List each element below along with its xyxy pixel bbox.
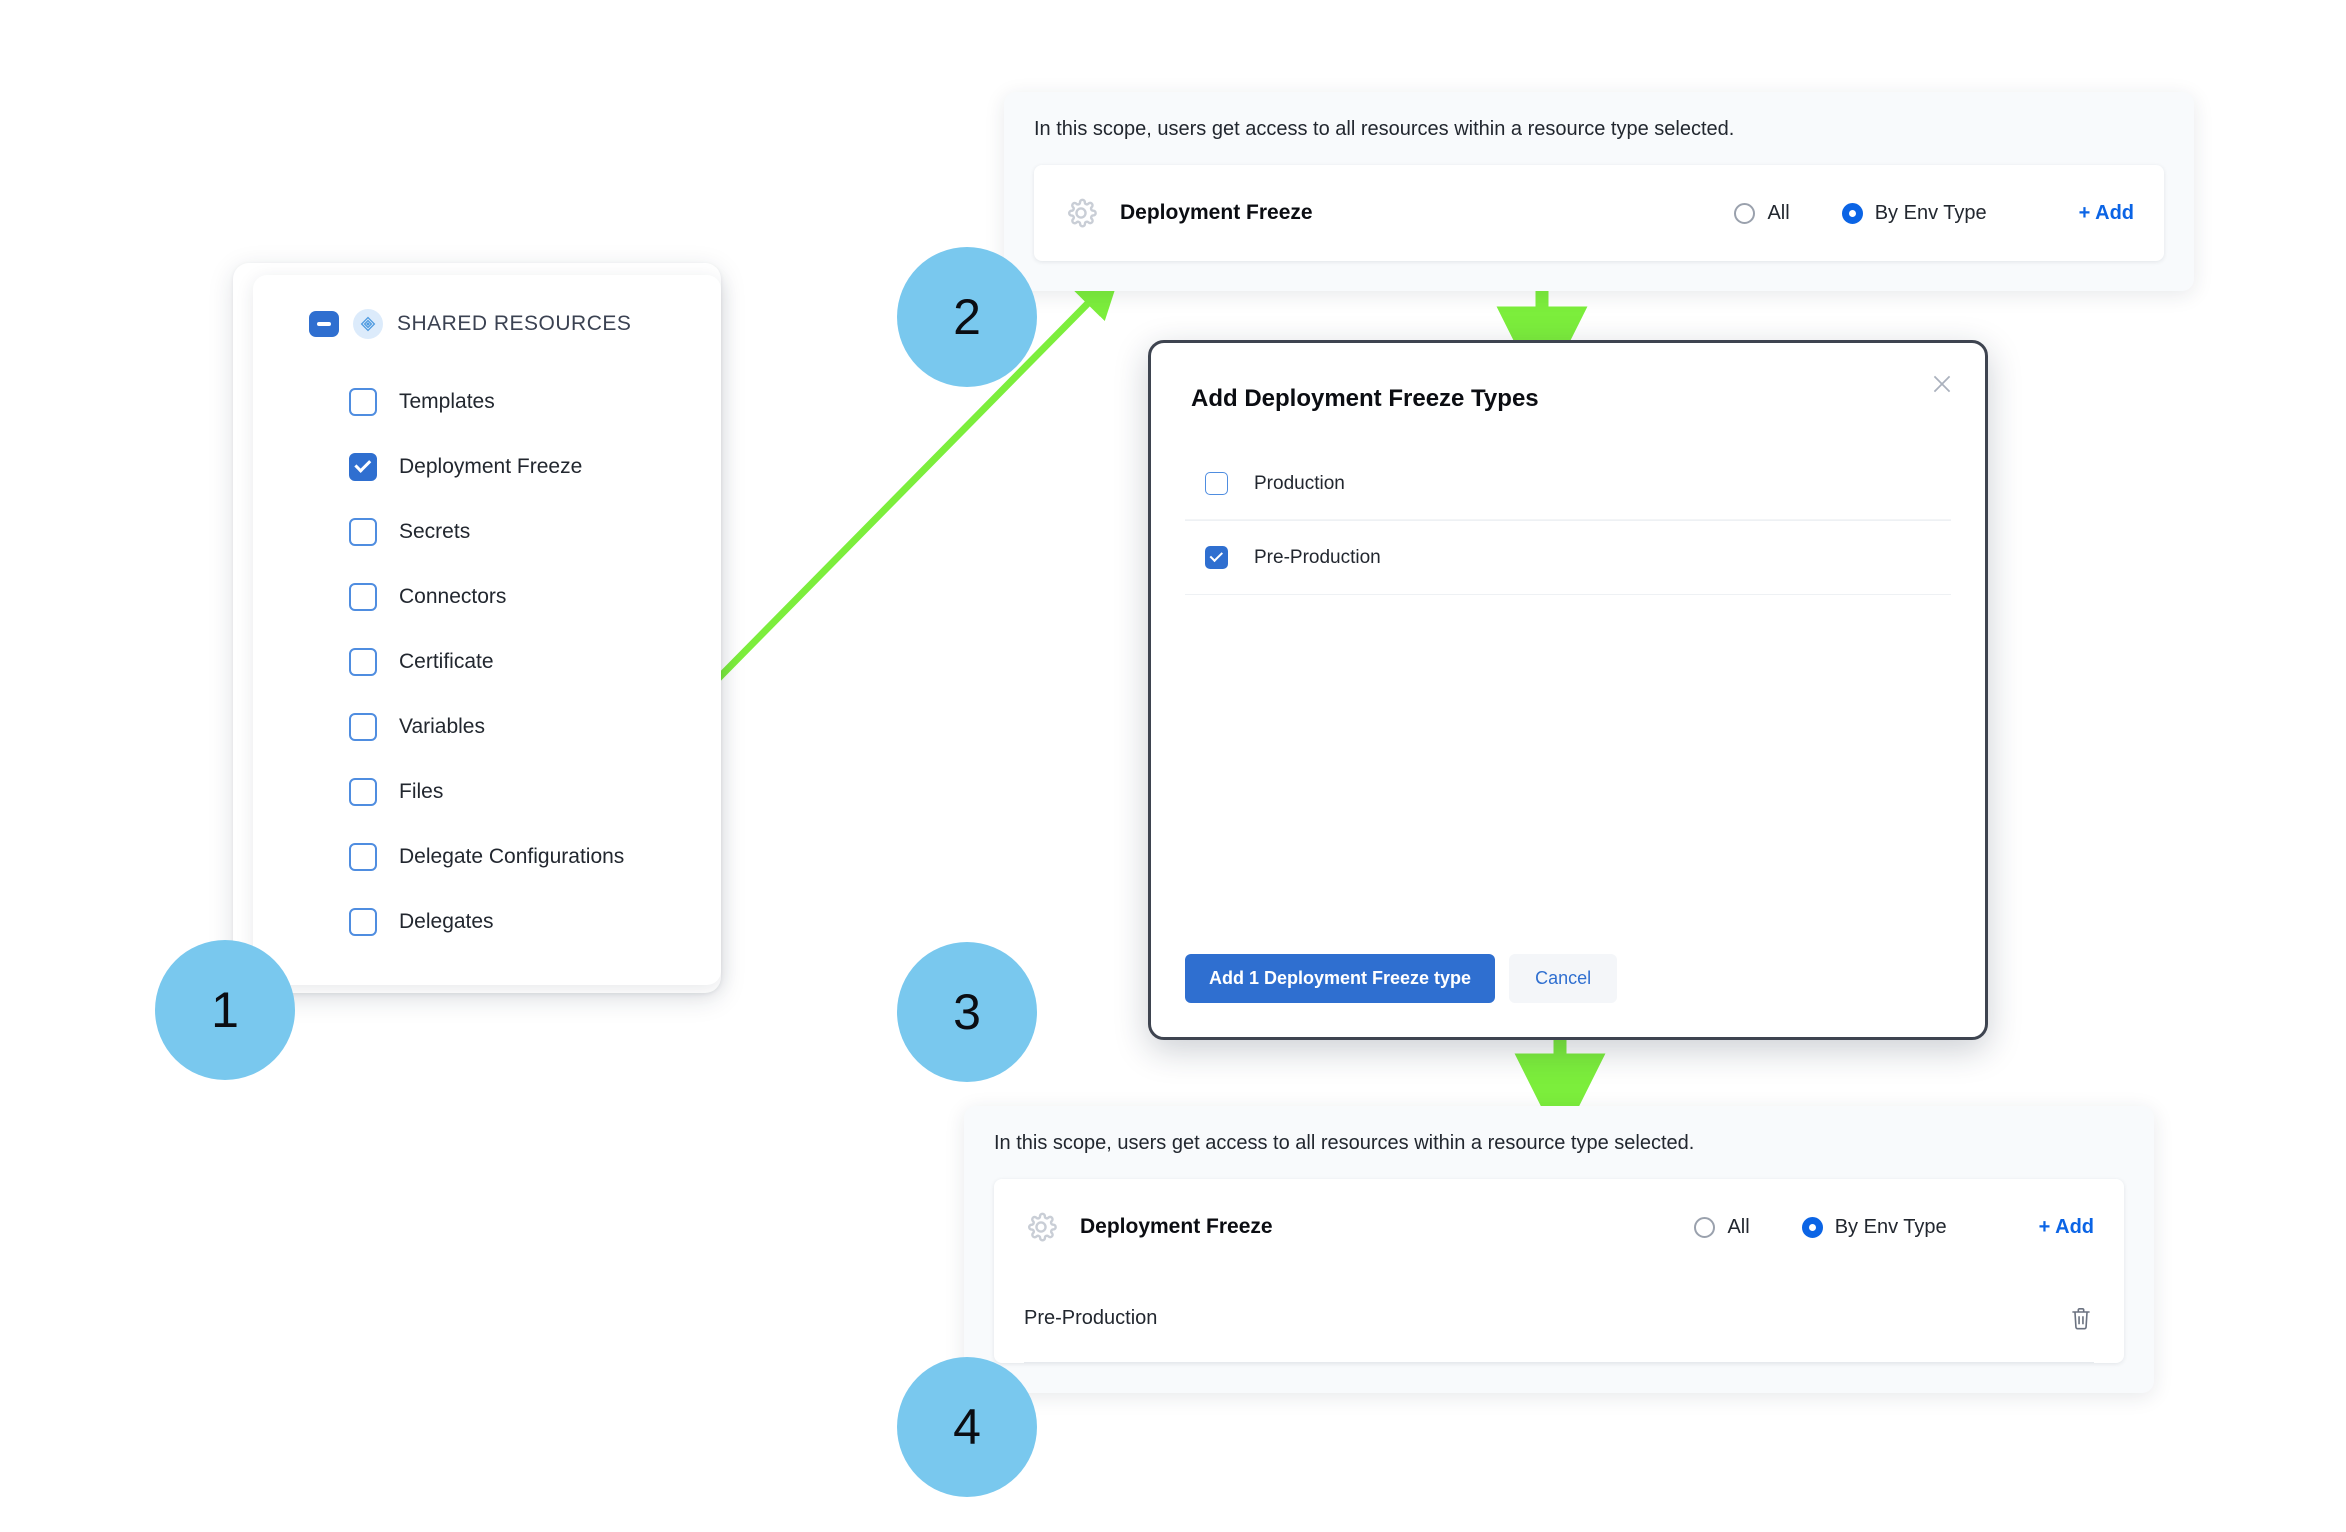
gear-icon — [1024, 1210, 1058, 1244]
add-button[interactable]: + Add — [2038, 1215, 2094, 1238]
resource-type-name: Deployment Freeze — [1120, 201, 1313, 224]
scope-controls: All By Env Type + Add — [1694, 1216, 2094, 1239]
list-item-label: Pre-Production — [1254, 546, 1381, 568]
step-marker-1: 1 — [155, 940, 295, 1080]
shared-resources-header[interactable]: SHARED RESOURCES — [253, 309, 721, 339]
checkbox-templates[interactable] — [349, 387, 377, 416]
checkbox-delegate-configurations[interactable] — [349, 842, 377, 871]
checkbox-variables[interactable] — [349, 712, 377, 741]
list-item[interactable]: Files — [253, 759, 721, 824]
scope-note: In this scope, users get access to all r… — [1034, 118, 1735, 140]
scope-resource-row: Deployment Freeze All By Env Type + Add — [1064, 165, 2134, 261]
shared-resources-title: SHARED RESOURCES — [397, 312, 632, 335]
list-item-label: Production — [1254, 472, 1345, 494]
close-icon[interactable] — [1929, 371, 1955, 397]
scope-resource-row: Deployment Freeze All By Env Type + Add — [1024, 1179, 2094, 1275]
add-deployment-freeze-types-modal: Add Deployment Freeze Types Production P… — [1148, 340, 1988, 1040]
checkbox-certificate[interactable] — [349, 647, 377, 676]
radio-label: By Env Type — [1834, 1215, 1947, 1238]
shared-resources-list: Templates Deployment Freeze Secrets Conn… — [253, 369, 721, 954]
scope-resource-card: Deployment Freeze All By Env Type + Add — [1034, 165, 2164, 261]
list-item-label: Delegate Configurations — [399, 844, 625, 868]
step-marker-3: 3 — [897, 942, 1037, 1082]
list-item-label: Connectors — [399, 584, 507, 608]
list-item[interactable]: Secrets — [253, 499, 721, 564]
checkbox-delegates[interactable] — [349, 907, 377, 936]
radio-icon-all[interactable] — [1694, 1216, 1716, 1238]
checkbox-secrets[interactable] — [349, 517, 377, 546]
list-item[interactable]: Delegates — [253, 889, 721, 954]
scope-panel-before: In this scope, users get access to all r… — [1004, 92, 2194, 291]
step-marker-4: 4 — [897, 1357, 1037, 1497]
list-item-label: Deployment Freeze — [399, 454, 583, 478]
radio-option-by-env-type[interactable]: By Env Type — [1841, 201, 1987, 225]
list-item-label: Secrets — [399, 519, 471, 543]
scope-panel-after: In this scope, users get access to all r… — [964, 1106, 2154, 1393]
list-item[interactable]: Delegate Configurations — [253, 824, 721, 889]
resource-type-name: Deployment Freeze — [1080, 1215, 1273, 1238]
radio-label: All — [1727, 1215, 1750, 1238]
diamond-icon — [353, 309, 383, 339]
scope-controls: All By Env Type + Add — [1734, 202, 2134, 225]
radio-icon-by-env-type[interactable] — [1801, 1216, 1823, 1238]
list-item[interactable]: Variables — [253, 694, 721, 759]
checkbox-files[interactable] — [349, 777, 377, 806]
list-item[interactable]: Certificate — [253, 629, 721, 694]
list-item[interactable]: Templates — [253, 369, 721, 434]
selected-item-row: Pre-Production — [1024, 1275, 2094, 1363]
gear-icon — [1064, 196, 1098, 230]
list-item-label: Certificate — [399, 649, 494, 673]
list-item-label: Delegates — [399, 909, 494, 933]
list-item[interactable]: Deployment Freeze — [253, 434, 721, 499]
list-item-label: Variables — [399, 714, 485, 738]
radio-icon-all[interactable] — [1734, 202, 1756, 224]
radio-option-all[interactable]: All — [1734, 201, 1790, 225]
list-item[interactable]: Production — [1185, 447, 1951, 521]
modal-footer: Add 1 Deployment Freeze type Cancel — [1151, 954, 1985, 1037]
add-types-button[interactable]: Add 1 Deployment Freeze type — [1185, 954, 1496, 1003]
add-button[interactable]: + Add — [2078, 201, 2134, 224]
minus-icon[interactable] — [309, 311, 339, 337]
scope-resource-card: Deployment Freeze All By Env Type + Add … — [994, 1179, 2124, 1363]
radio-option-by-env-type[interactable]: By Env Type — [1801, 1215, 1947, 1239]
checkbox-pre-production[interactable] — [1205, 546, 1228, 569]
selected-item-label: Pre-Production — [1024, 1307, 1158, 1329]
list-item-label: Files — [399, 779, 444, 803]
checkbox-deployment-freeze[interactable] — [349, 452, 377, 481]
cancel-button[interactable]: Cancel — [1509, 954, 1618, 1003]
modal-body: Production Pre-Production — [1151, 413, 1985, 595]
trash-icon[interactable] — [2068, 1305, 2094, 1333]
modal-title: Add Deployment Freeze Types — [1191, 385, 1539, 412]
radio-label: All — [1767, 201, 1790, 224]
radio-label: By Env Type — [1874, 201, 1987, 224]
list-item[interactable]: Pre-Production — [1185, 521, 1951, 595]
step-marker-2: 2 — [897, 247, 1037, 387]
shared-resources-card: SHARED RESOURCES Templates Deployment Fr… — [233, 263, 721, 993]
list-item[interactable]: Connectors — [253, 564, 721, 629]
radio-option-all[interactable]: All — [1694, 1215, 1750, 1239]
checkbox-connectors[interactable] — [349, 582, 377, 611]
modal-header: Add Deployment Freeze Types — [1151, 343, 1985, 413]
shared-resources-inner: SHARED RESOURCES Templates Deployment Fr… — [253, 275, 721, 985]
checkbox-production[interactable] — [1205, 472, 1228, 495]
list-item-label: Templates — [399, 389, 495, 413]
radio-icon-by-env-type[interactable] — [1841, 202, 1863, 224]
scope-note: In this scope, users get access to all r… — [994, 1132, 1695, 1154]
